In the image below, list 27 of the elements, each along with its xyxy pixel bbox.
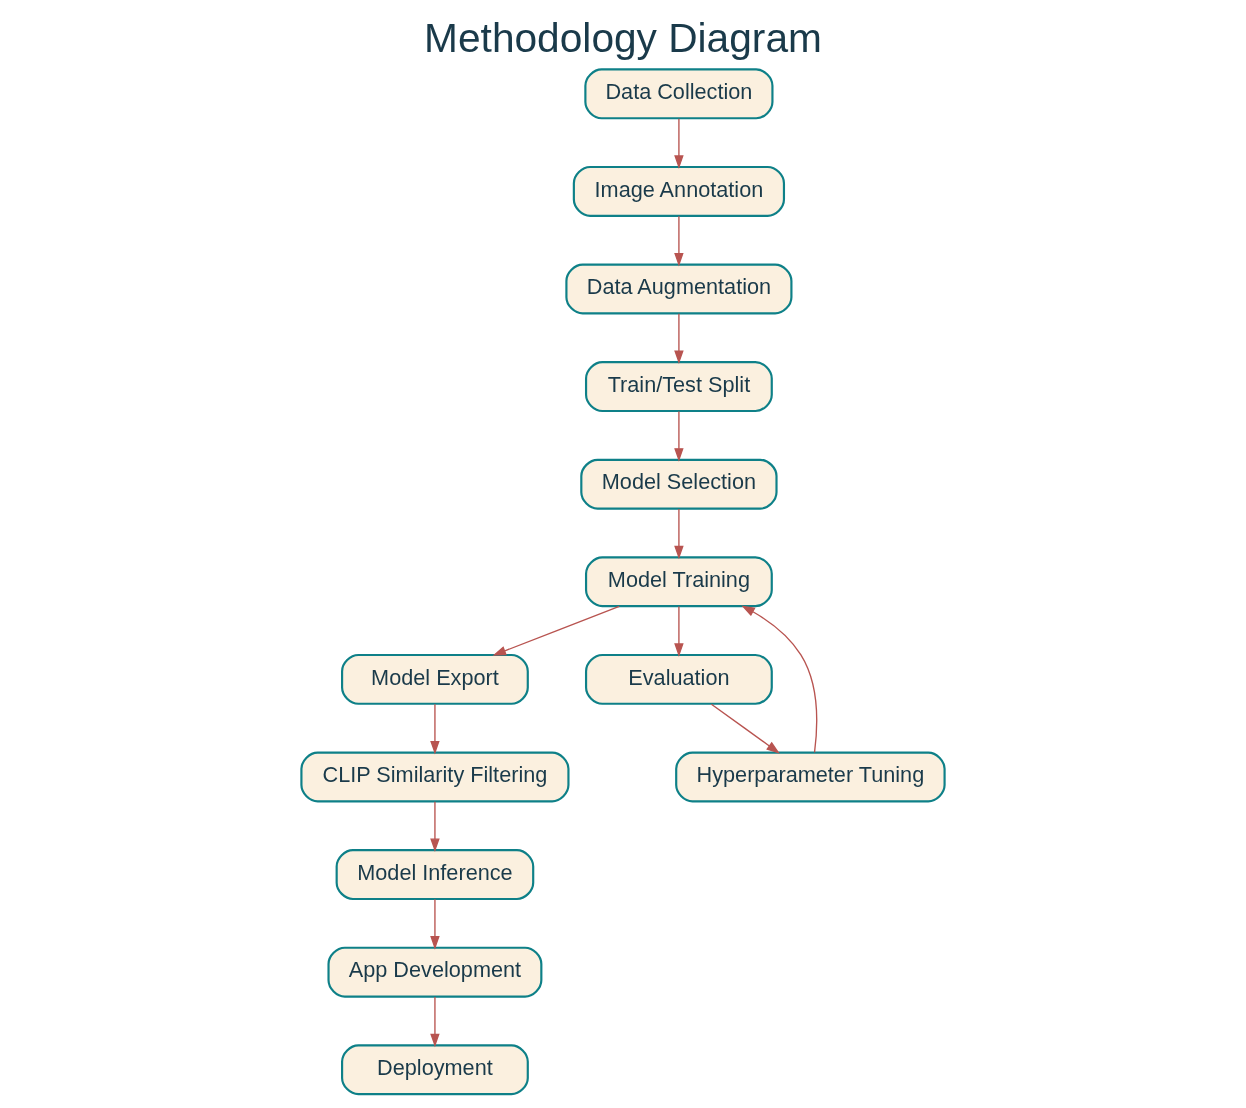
node-box: Model Selection [580,458,778,510]
node-box: Data Collection [584,68,774,120]
node-box: CLIP Similarity Filtering [300,751,570,803]
arrow [674,605,684,657]
arrow [674,313,684,365]
arrow [430,898,440,950]
node-box: Model Export [341,653,529,705]
arrow [741,605,818,753]
arrow [674,508,684,560]
node-box: Deployment [341,1044,529,1096]
arrow [430,703,440,755]
arrow [430,801,440,853]
node-box: Image Annotation [572,165,786,217]
node-box: Train/Test Split [584,361,773,413]
node-box: Evaluation [584,653,773,705]
node-box: Model Inference [335,849,535,901]
arrow [710,703,780,754]
arrow [674,117,684,169]
arrow [430,996,440,1048]
node-box: Data Augmentation [565,263,793,315]
node-box: Model Training [584,556,773,608]
arrow [674,215,684,267]
arrow [492,605,620,656]
arrow [674,410,684,462]
diagram-title: Methodology Diagram [424,14,822,61]
node-box: Hyperparameter Tuning [675,751,946,803]
node-box: App Development [327,946,543,998]
